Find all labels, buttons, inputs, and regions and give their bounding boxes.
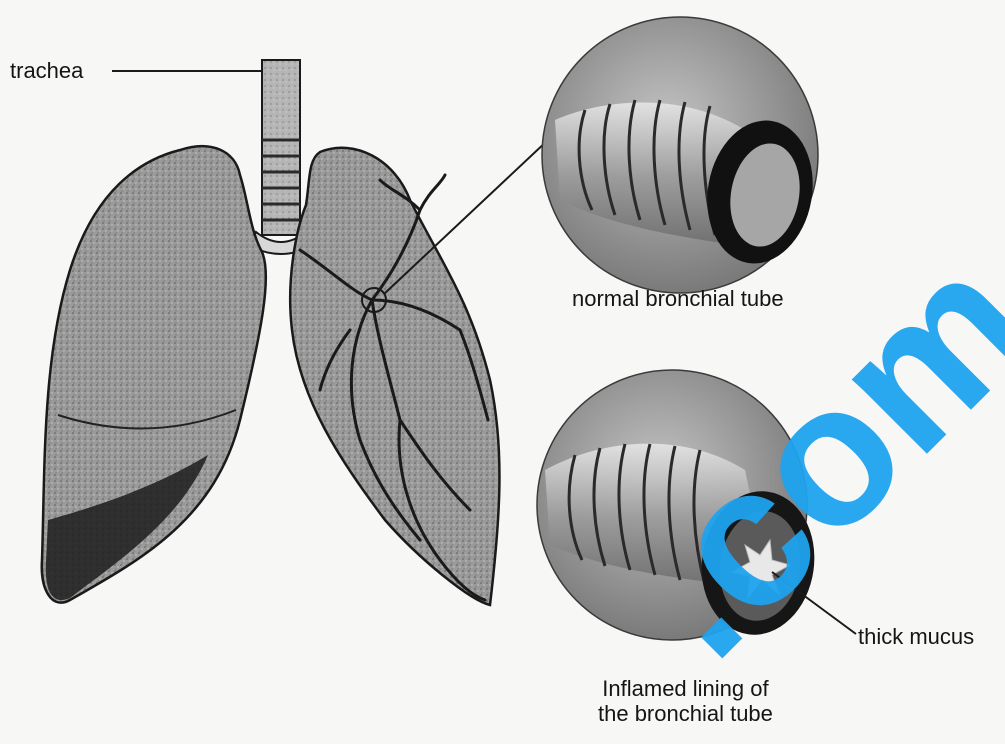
inflamed-bronchial-tube-inset (537, 370, 823, 642)
label-trachea: trachea (10, 58, 83, 83)
label-normal-bronchial-tube: normal bronchial tube (572, 286, 784, 311)
label-inflamed-line2: the bronchial tube (598, 701, 773, 726)
label-inflamed-lining: Inflamed lining of the bronchial tube (598, 676, 773, 727)
normal-bronchial-tube-inset (542, 17, 824, 293)
label-inflamed-line1: Inflamed lining of (598, 676, 773, 701)
label-thick-mucus: thick mucus (858, 624, 974, 649)
left-lung (42, 146, 266, 602)
